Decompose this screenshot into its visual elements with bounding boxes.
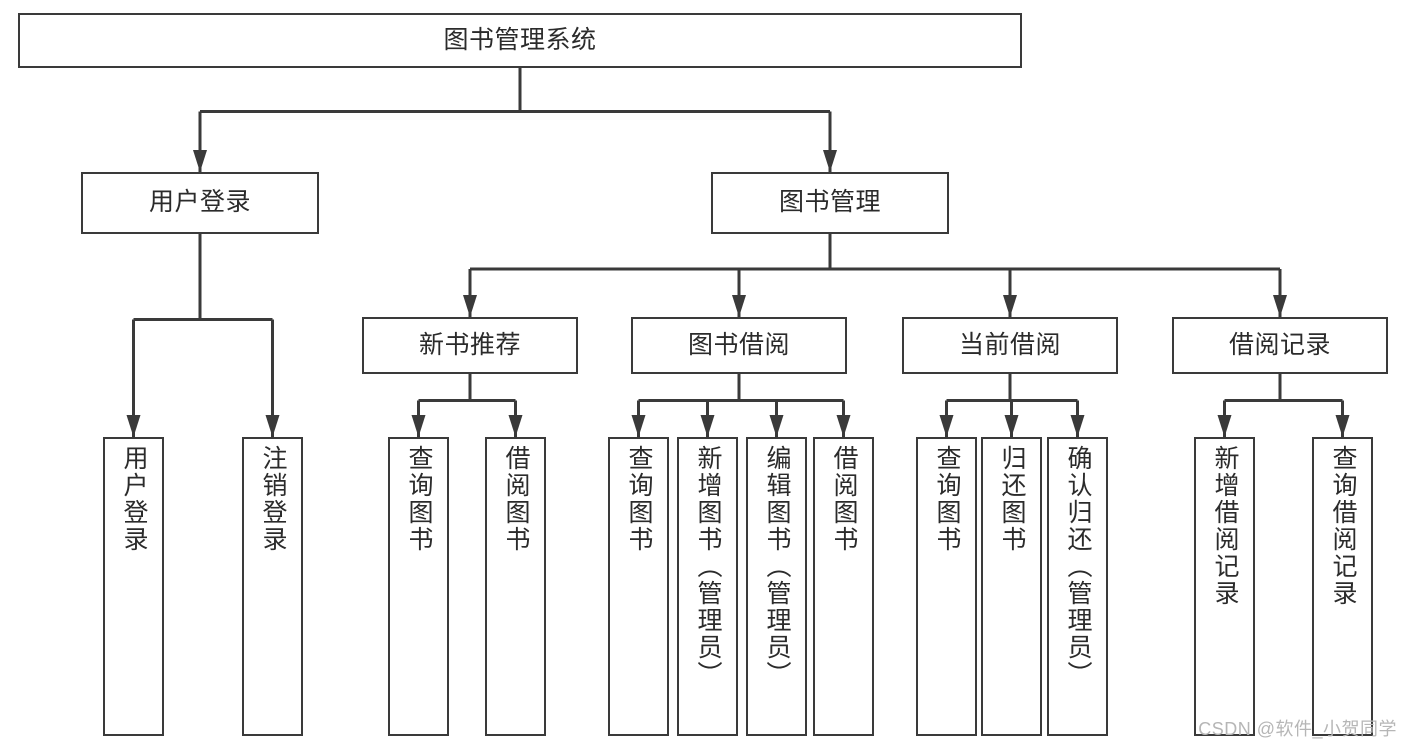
node-label: 用户登录 bbox=[120, 445, 148, 553]
node-book-management[interactable]: 图书管理 bbox=[711, 172, 949, 234]
node-leaf-confirm-return-admin[interactable]: 确认归还（管理员） bbox=[1047, 437, 1108, 736]
node-label: 查询图书 bbox=[405, 445, 433, 553]
node-current-borrow[interactable]: 当前借阅 bbox=[902, 317, 1118, 374]
node-label: 注销登录 bbox=[259, 445, 287, 553]
node-label: 用户登录 bbox=[148, 188, 251, 217]
node-label: 借阅图书 bbox=[502, 445, 530, 553]
node-label: 图书管理系统 bbox=[443, 25, 597, 54]
node-leaf-add-book-admin[interactable]: 新增图书（管理员） bbox=[677, 437, 738, 736]
node-label: 借阅记录 bbox=[1228, 330, 1331, 359]
node-user-login[interactable]: 用户登录 bbox=[81, 172, 319, 234]
node-borrow-record[interactable]: 借阅记录 bbox=[1172, 317, 1388, 374]
node-label: 查询图书 bbox=[933, 445, 961, 553]
node-leaf-edit-book-admin[interactable]: 编辑图书（管理员） bbox=[746, 437, 807, 736]
node-label: 图书借阅 bbox=[687, 330, 790, 359]
node-leaf-borrow-book-2[interactable]: 借阅图书 bbox=[813, 437, 874, 736]
node-label: 借阅图书 bbox=[830, 445, 858, 553]
node-leaf-query-borrow-record[interactable]: 查询借阅记录 bbox=[1312, 437, 1373, 736]
node-root[interactable]: 图书管理系统 bbox=[18, 13, 1022, 68]
node-label: 图书管理 bbox=[778, 188, 881, 217]
node-label: 新增图书（管理员） bbox=[694, 445, 722, 688]
node-leaf-add-borrow-record[interactable]: 新增借阅记录 bbox=[1194, 437, 1255, 736]
node-leaf-query-book-2[interactable]: 查询图书 bbox=[608, 437, 669, 736]
node-label: 新书推荐 bbox=[418, 330, 521, 359]
node-book-borrow[interactable]: 图书借阅 bbox=[631, 317, 847, 374]
node-leaf-return-book[interactable]: 归还图书 bbox=[981, 437, 1042, 736]
node-label: 当前借阅 bbox=[958, 330, 1061, 359]
node-label: 确认归还（管理员） bbox=[1064, 445, 1092, 688]
node-label: 查询图书 bbox=[625, 445, 653, 553]
node-new-book-recommend[interactable]: 新书推荐 bbox=[362, 317, 578, 374]
node-leaf-logout[interactable]: 注销登录 bbox=[242, 437, 303, 736]
node-leaf-query-book-1[interactable]: 查询图书 bbox=[388, 437, 449, 736]
node-label: 查询借阅记录 bbox=[1329, 445, 1357, 607]
node-leaf-user-login[interactable]: 用户登录 bbox=[103, 437, 164, 736]
node-label: 新增借阅记录 bbox=[1211, 445, 1239, 607]
node-leaf-borrow-book-1[interactable]: 借阅图书 bbox=[485, 437, 546, 736]
node-label: 归还图书 bbox=[998, 445, 1026, 553]
node-label: 编辑图书（管理员） bbox=[763, 445, 791, 688]
node-leaf-query-book-3[interactable]: 查询图书 bbox=[916, 437, 977, 736]
